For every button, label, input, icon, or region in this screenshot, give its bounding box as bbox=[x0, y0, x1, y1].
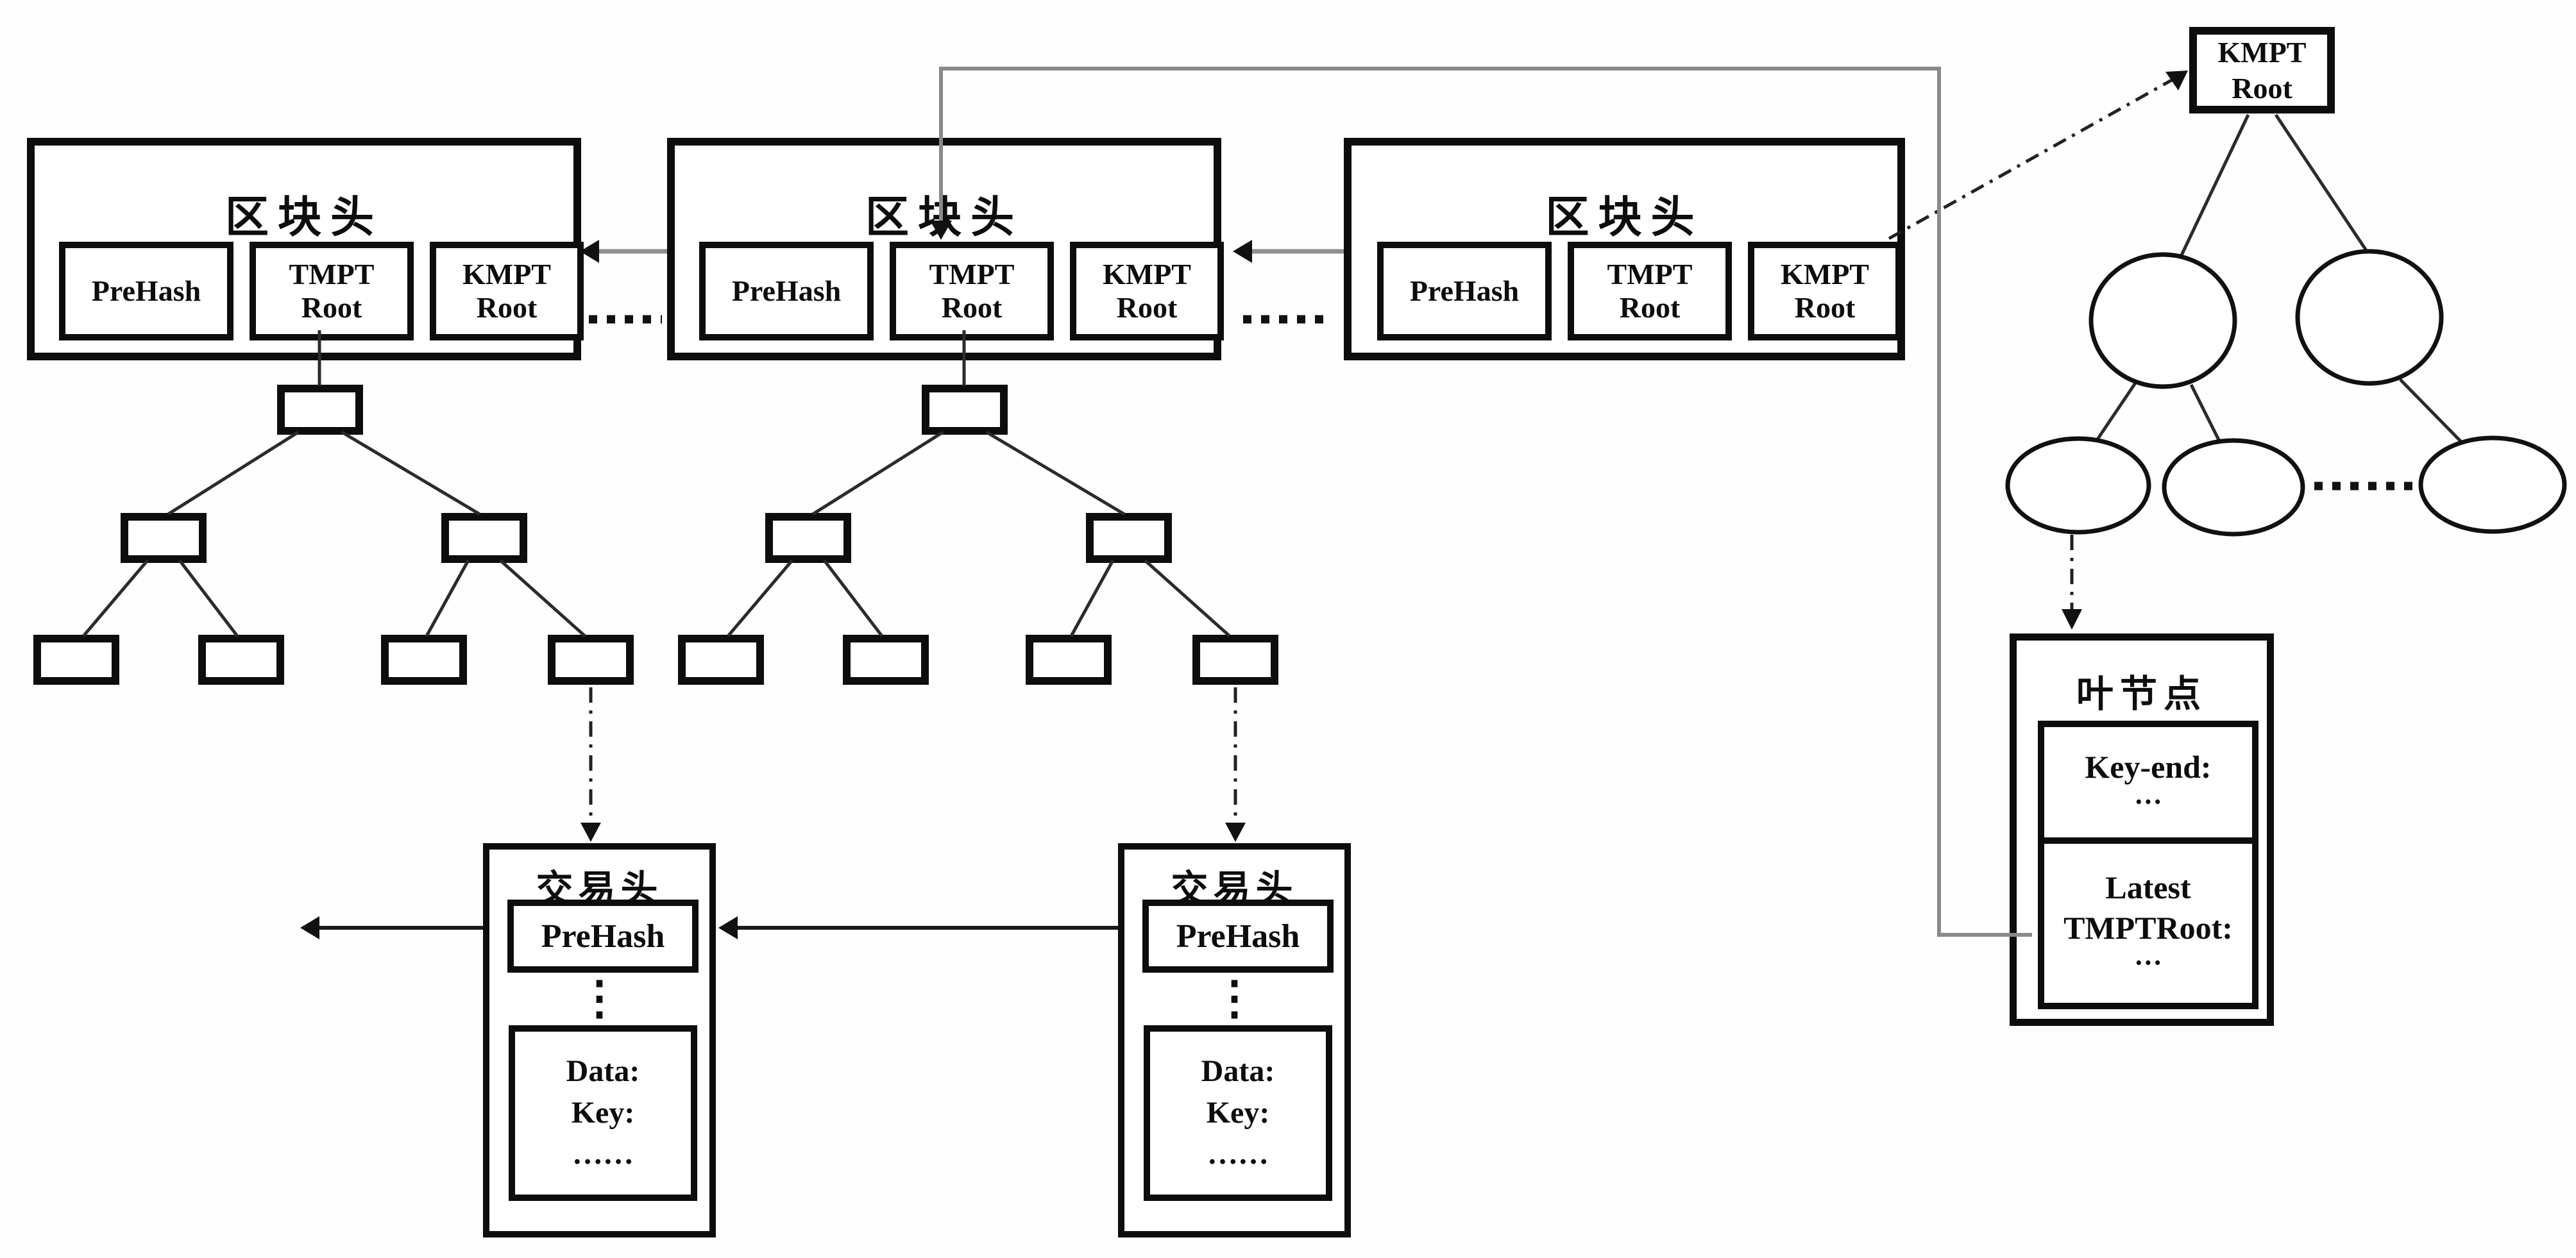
block-header-2-kmpt-root-cell: KMPT Root bbox=[1070, 242, 1224, 340]
kmpt-root-box: KMPT Root bbox=[2189, 27, 2335, 113]
transaction-header-2-vertical-dots: ⋮ bbox=[1211, 973, 1258, 1024]
kmpt-root-box-line1: KMPT bbox=[2217, 36, 2307, 69]
merkle1-leaf-node-1 bbox=[33, 635, 119, 685]
block-header-1-prehash-cell: PreHash bbox=[59, 242, 233, 340]
leaf-node-box: 叶节点 Key-end: ··· Latest TMPTRoot: ··· bbox=[2010, 633, 2274, 1026]
block-header-2-prehash-cell: PreHash bbox=[699, 242, 874, 340]
transaction-header-1-data-label: Data: bbox=[566, 1053, 640, 1088]
block-header-2: 区块头 PreHash TMPT Root KMPT Root bbox=[667, 138, 1224, 360]
transaction-header-1-prehash-cell: PreHash bbox=[507, 900, 699, 973]
merkle2-level2-node-left bbox=[765, 513, 851, 563]
merkle1-leaf-node-4 bbox=[548, 635, 634, 685]
block-header-1: 区块头 PreHash TMPT Root KMPT Root bbox=[27, 138, 584, 360]
merkle2-level2-node-right bbox=[1086, 513, 1172, 563]
merkle2-root-node bbox=[922, 385, 1008, 435]
merkle1-leaf-node-3 bbox=[381, 635, 467, 685]
key-end-value: ··· bbox=[2133, 786, 2163, 818]
block-header-3-title: 区块头 bbox=[1545, 193, 1704, 242]
transaction-header-2-key-label: Key: bbox=[1206, 1095, 1270, 1130]
block-header-1-kmpt-root-cell: KMPT Root bbox=[430, 242, 584, 340]
block-header-3: 区块头 PreHash TMPT Root KMPT Root bbox=[1344, 138, 1905, 360]
block-header-3-tmpt-root-cell: TMPT Root bbox=[1568, 242, 1732, 340]
transaction-header-2: 交易头 PreHash ⋮ Data: Key: …… bbox=[1118, 843, 1351, 1237]
latest-label-line1: Latest bbox=[2105, 869, 2191, 906]
merkle1-level2-node-left bbox=[121, 513, 207, 563]
merkle2-leaf-node-1 bbox=[678, 635, 764, 685]
transaction-header-1-data-cell: Data: Key: …… bbox=[509, 1025, 697, 1201]
latest-label-line2: TMPTRoot: bbox=[2063, 909, 2233, 946]
transaction-header-2-prehash-cell: PreHash bbox=[1142, 900, 1334, 973]
transaction-header-1-vertical-dots: ⋮ bbox=[576, 973, 623, 1024]
transaction-header-1: 交易头 PreHash ⋮ Data: Key: …… bbox=[483, 843, 716, 1237]
block-header-3-prehash-cell: PreHash bbox=[1377, 242, 1552, 340]
merkle2-leaf-node-2 bbox=[843, 635, 929, 685]
leaf-node-key-end-row: Key-end: ··· bbox=[2044, 727, 2252, 844]
block-header-2-tmpt-root-cell: TMPT Root bbox=[890, 242, 1054, 340]
block-header-1-tmpt-root-cell: TMPT Root bbox=[250, 242, 414, 340]
merkle1-leaf-node-2 bbox=[198, 635, 284, 685]
transaction-header-2-ellipsis: …… bbox=[1207, 1137, 1269, 1171]
merkle2-leaf-node-4 bbox=[1192, 635, 1278, 685]
leaf-node-latest-row: Latest TMPTRoot: ··· bbox=[2044, 844, 2252, 1003]
merkle1-root-node bbox=[277, 385, 363, 435]
leaf-node-title: 叶节点 bbox=[2076, 673, 2207, 715]
leaf-node-inner-box: Key-end: ··· Latest TMPTRoot: ··· bbox=[2038, 721, 2258, 1009]
kmpt-root-box-line2: Root bbox=[2232, 71, 2292, 105]
merkle1-level2-node-right bbox=[441, 513, 527, 563]
transaction-header-2-data-cell: Data: Key: …… bbox=[1144, 1025, 1332, 1201]
transaction-header-1-ellipsis: …… bbox=[572, 1137, 634, 1171]
key-end-label: Key-end: bbox=[2085, 748, 2212, 785]
block-header-2-title: 区块头 bbox=[865, 193, 1023, 242]
block-header-3-kmpt-root-cell: KMPT Root bbox=[1748, 242, 1902, 340]
merkle2-leaf-node-3 bbox=[1026, 635, 1112, 685]
transaction-header-1-key-label: Key: bbox=[571, 1095, 635, 1130]
latest-value: ··· bbox=[2133, 947, 2163, 979]
block-header-1-title: 区块头 bbox=[225, 193, 383, 242]
transaction-header-2-data-label: Data: bbox=[1201, 1053, 1275, 1088]
